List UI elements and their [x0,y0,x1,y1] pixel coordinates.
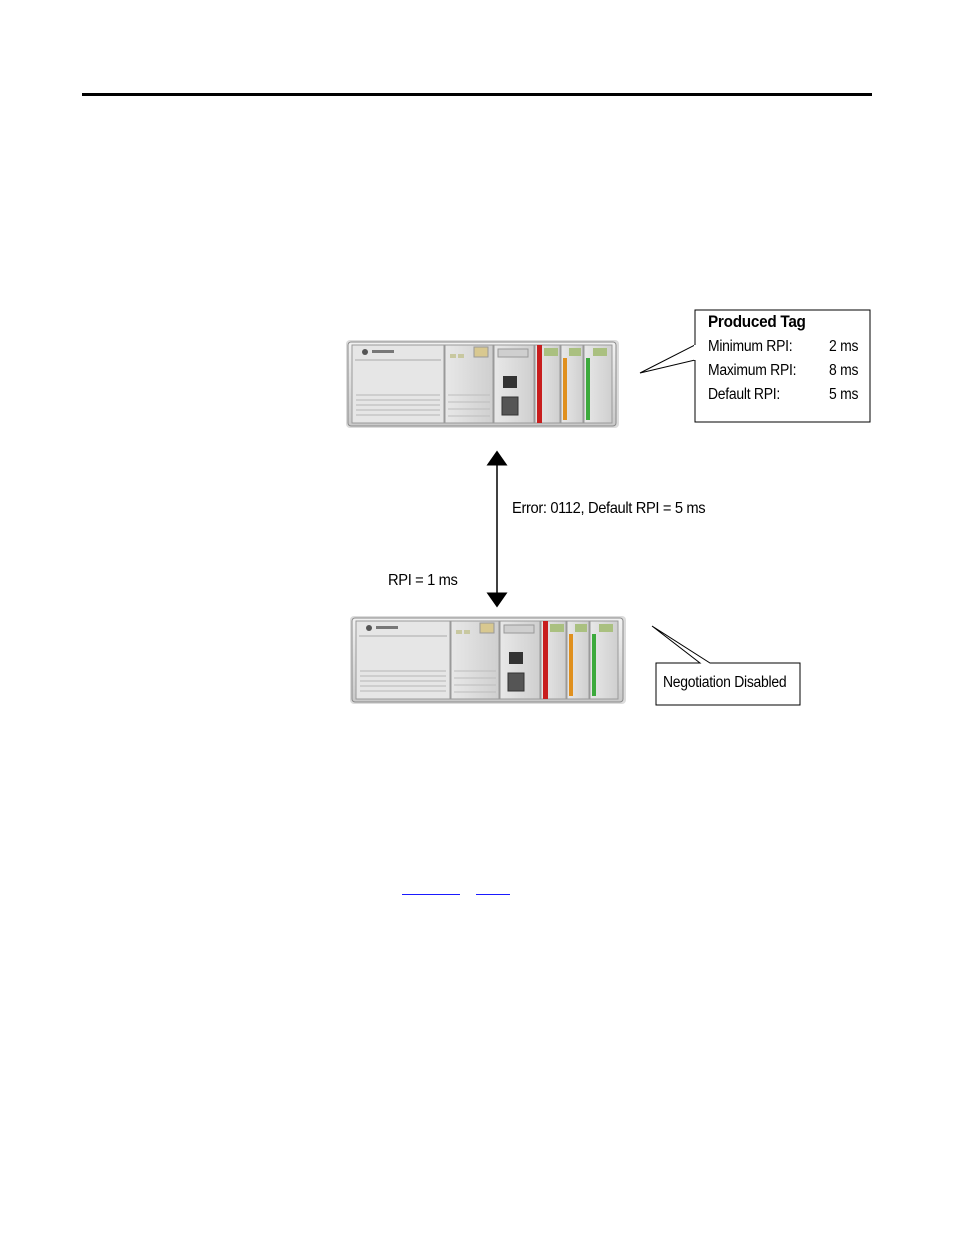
consumer-controller-module [451,621,499,699]
negotiation-label: Negotiation Disabled [663,674,786,692]
consumer-power-supply [356,621,450,699]
default-rpi-value: 5 ms [829,386,858,404]
max-rpi-value: 8 ms [829,362,858,380]
consumer-ethernet-module [500,621,540,699]
producer-chassis [346,340,619,428]
min-rpi-value: 2 ms [829,338,858,356]
rpi-label: RPI = 1 ms [388,572,458,590]
producer-io-module-green [584,345,612,423]
consumer-io-module-red [541,621,566,699]
produced-tag-title: Produced Tag [708,312,806,332]
producer-power-supply [352,345,444,423]
link-underline-1[interactable] [402,894,460,895]
link-underline-2[interactable] [476,894,510,895]
min-rpi-label: Minimum RPI: [708,338,792,356]
error-label: Error: 0112, Default RPI = 5 ms [512,500,705,518]
default-rpi-label: Default RPI: [708,386,780,404]
max-rpi-label: Maximum RPI: [708,362,796,380]
producer-io-module-orange [561,345,583,423]
producer-controller-module [445,345,493,423]
consumer-io-module-green [590,621,618,699]
producer-io-module-red [535,345,560,423]
negotiation-callout [652,626,800,705]
producer-ethernet-module [494,345,534,423]
consumer-io-module-orange [567,621,589,699]
consumer-chassis [350,616,626,704]
